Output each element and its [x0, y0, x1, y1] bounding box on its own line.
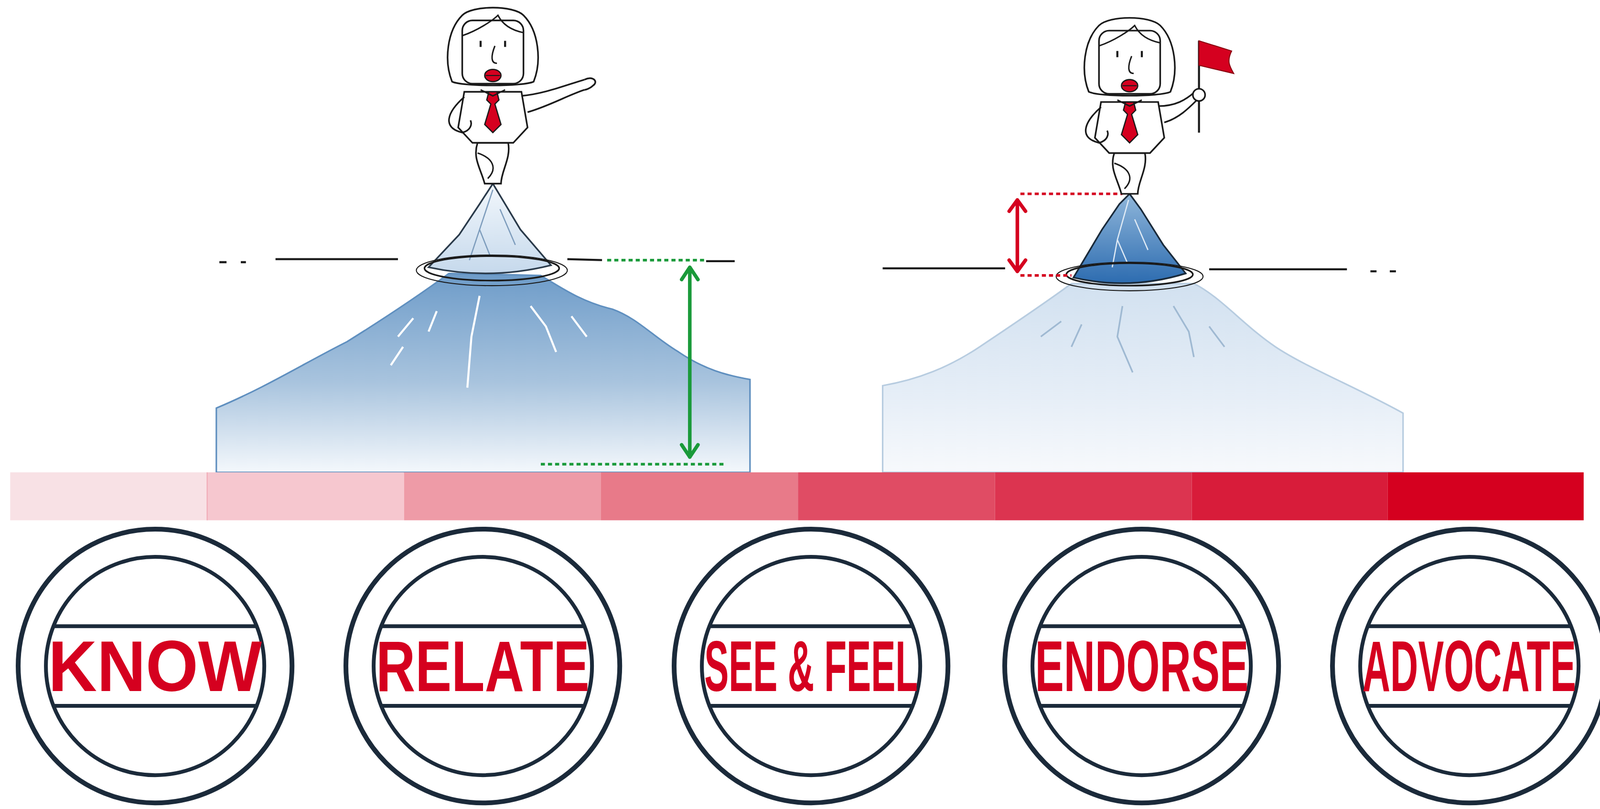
band-line	[709, 704, 913, 709]
outer-ring	[1332, 529, 1600, 804]
depth-arrow	[681, 267, 698, 458]
height-arrow	[1009, 200, 1026, 272]
stage-circle: RELATE	[343, 526, 623, 806]
band-line	[709, 624, 913, 629]
stage-label: RELATE	[375, 630, 590, 703]
outer-ring	[674, 529, 948, 804]
iceberg-cracks	[390, 295, 587, 388]
outer-ring	[345, 529, 620, 804]
stage-label: KNOW	[48, 630, 262, 703]
stage-label: ADVOCATE	[1362, 630, 1577, 703]
stage-circle: ADVOCATE	[1329, 526, 1600, 806]
inner-ring	[1360, 557, 1579, 776]
band-line	[1367, 624, 1572, 629]
inner-ring	[701, 557, 921, 776]
cartoon-woman	[1084, 17, 1235, 194]
band-line	[53, 704, 258, 709]
water-ring	[1056, 262, 1204, 291]
band-line	[380, 624, 585, 629]
band-line	[53, 624, 258, 629]
waterline	[882, 268, 1396, 272]
stage-circle: KNOW	[15, 526, 295, 806]
band-line	[1040, 704, 1244, 709]
gradient-bar	[10, 472, 1584, 521]
iceberg-submerged	[882, 283, 1404, 473]
stage-circle: ENDORSE	[1001, 526, 1282, 806]
iceberg-tip-lines	[469, 189, 516, 260]
water-ring	[424, 256, 560, 281]
iceberg-tip	[1073, 193, 1186, 284]
outer-ring	[18, 529, 292, 804]
stage-circle: SEE & FEEL	[671, 526, 951, 806]
water-ring	[1066, 263, 1193, 286]
iceberg-cracks	[1041, 306, 1225, 373]
outer-ring	[1004, 529, 1279, 804]
inner-ring	[373, 557, 592, 776]
inner-ring	[1032, 557, 1251, 776]
dotted-guide	[540, 260, 725, 465]
iceberg-submerged	[216, 273, 751, 473]
band-line	[380, 704, 585, 709]
dotted-guide	[1020, 193, 1123, 276]
band-line	[1040, 624, 1244, 629]
inner-ring	[45, 557, 265, 776]
cartoon-woman	[447, 7, 596, 184]
iceberg-tip-lines	[1112, 200, 1149, 268]
water-ring	[416, 255, 568, 286]
band-line	[1367, 704, 1572, 709]
stage-label: ENDORSE	[1035, 630, 1249, 703]
stage-label: SEE & FEEL	[704, 630, 919, 703]
